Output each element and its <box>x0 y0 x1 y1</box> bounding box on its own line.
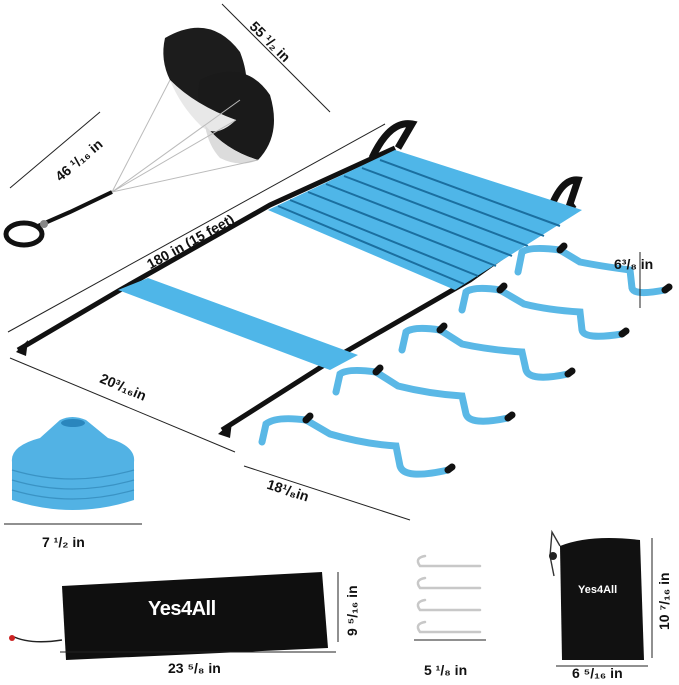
hurdle-1 <box>514 244 669 297</box>
carry-bag <box>9 572 328 660</box>
parachute-length-line <box>9 111 101 189</box>
pouch-stopper <box>549 552 557 560</box>
brand-logo-pouch: Yes4All <box>578 584 618 596</box>
stake-3 <box>416 598 482 612</box>
carry-bag-body <box>62 572 328 660</box>
carry-bag-drawstring <box>11 635 63 643</box>
cone-stack-rims <box>11 469 135 500</box>
parachute-canopy-front <box>198 71 274 160</box>
parachute-buckle <box>40 220 48 228</box>
parachute-strap <box>37 190 113 228</box>
pouch-height-label: 10 ⁷/₁₆ in <box>656 572 672 630</box>
ladder-handle-left <box>368 120 418 160</box>
bag-height-label: 9 ⁵/₁₆ in <box>344 585 360 636</box>
hurdle-2 <box>458 284 626 340</box>
cone-stack-body <box>11 417 135 510</box>
parachute-width-line <box>221 3 331 113</box>
parachute-lines <box>111 79 259 193</box>
hurdle-4 <box>332 366 512 425</box>
parachute <box>3 27 274 248</box>
stake-1 <box>416 554 482 568</box>
pouch <box>549 529 644 660</box>
carry-bag-stopper <box>9 635 15 641</box>
parachute-ring <box>3 220 45 248</box>
cone-hole <box>61 419 85 427</box>
hurdle-height-label: 6³/₈ in <box>614 256 654 272</box>
hurdle-5 <box>258 415 452 478</box>
pouch-drawstring <box>549 529 561 577</box>
pouch-width-label: 6 ⁵/₁₆ in <box>572 665 623 681</box>
stake-height-label: 5 ¹/₈ in <box>424 662 468 678</box>
ladder-length-line <box>7 123 386 333</box>
hurdle-3 <box>398 324 572 381</box>
ladder-width-line <box>9 357 236 453</box>
brand-logo-bag: Yes4All <box>148 598 216 620</box>
parachute-canopy-mesh <box>170 80 236 132</box>
ladder-tip-left <box>16 340 28 356</box>
hurdle-width-line <box>243 465 411 521</box>
ladder-tip-right <box>218 422 232 438</box>
cone-diameter-label: 7 ¹/₂ in <box>42 534 85 550</box>
ladder-rung-single <box>118 278 358 370</box>
stake-4 <box>416 620 482 634</box>
hurdle-tips <box>302 242 673 474</box>
agility-ladder <box>16 120 583 438</box>
stakes <box>416 554 482 634</box>
ladder-rung-stack <box>268 150 582 290</box>
ladder-rung-dividers <box>277 159 561 285</box>
stake-2 <box>416 576 482 590</box>
hurdles <box>258 244 669 478</box>
cone-stack <box>11 417 135 510</box>
bag-width-label: 23 ⁵/₈ in <box>168 660 221 676</box>
parachute-canopy-mesh-2 <box>205 125 258 164</box>
ladder-strap-left <box>16 145 397 353</box>
pouch-body <box>560 538 644 660</box>
